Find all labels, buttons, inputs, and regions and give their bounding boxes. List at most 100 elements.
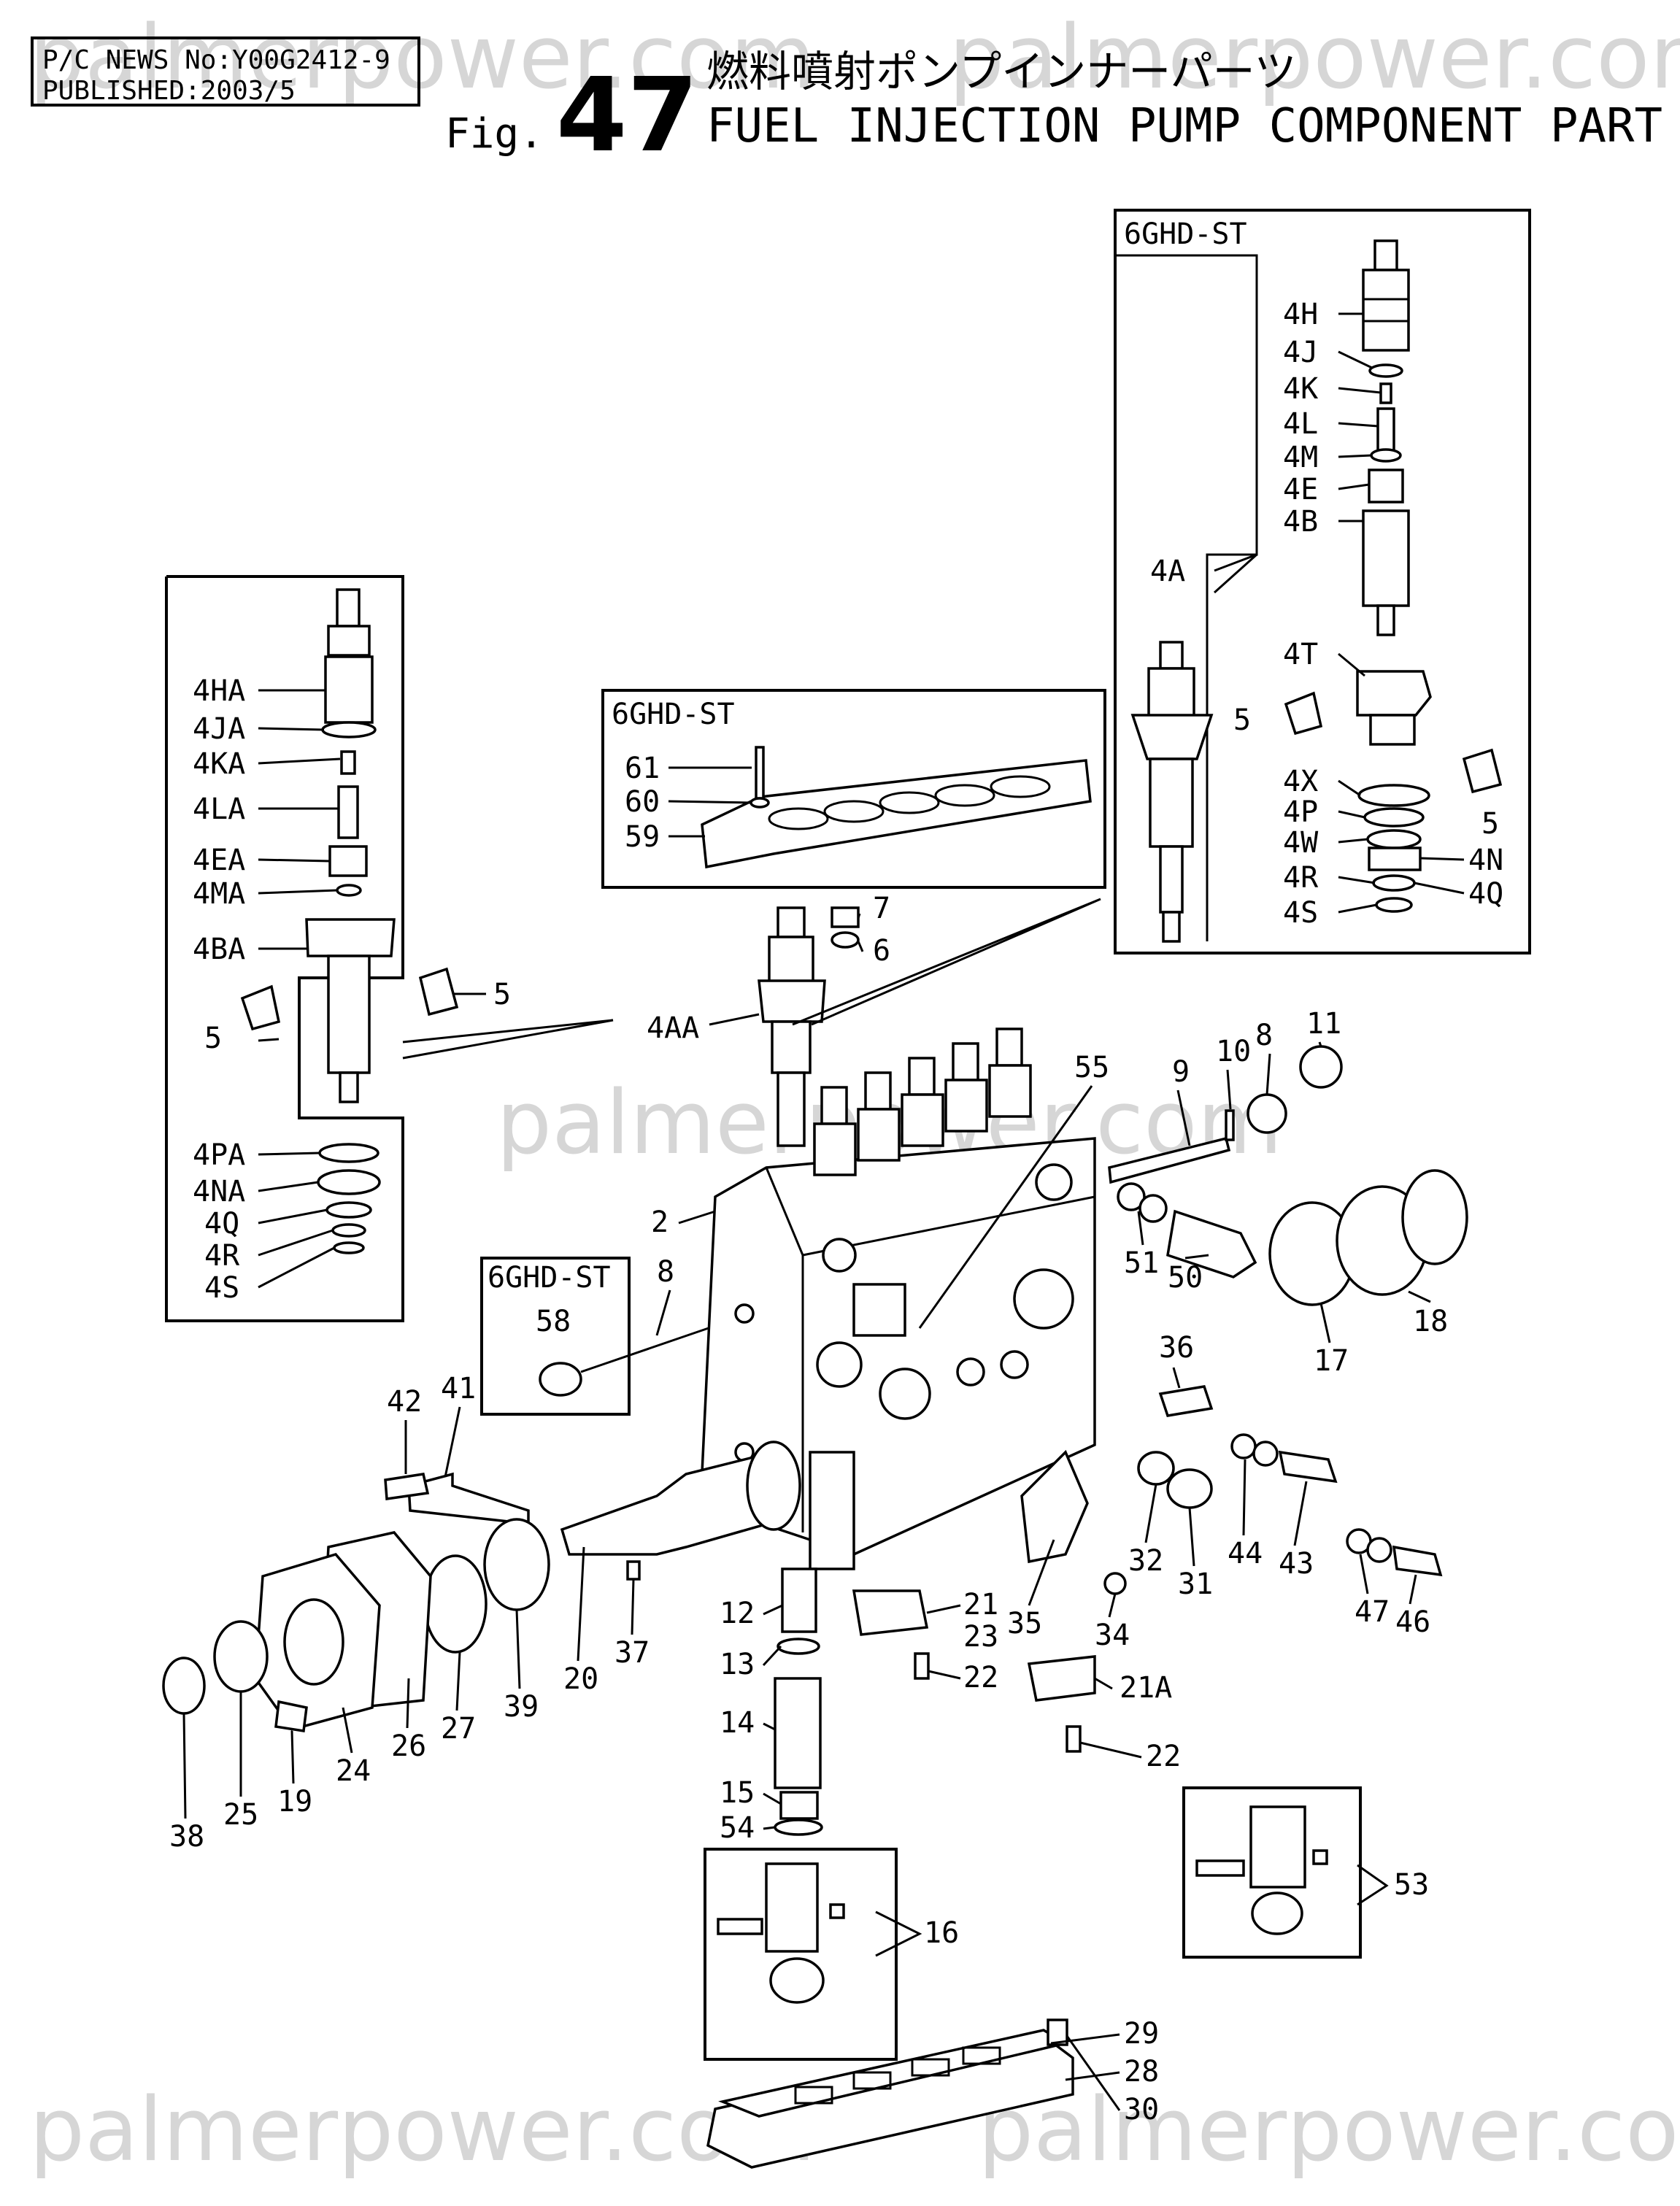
label-16: 16 <box>924 1916 959 1950</box>
label-39: 39 <box>504 1690 539 1724</box>
label-38: 38 <box>169 1820 204 1854</box>
clamp-5 <box>418 967 459 1017</box>
label-19: 19 <box>277 1785 312 1819</box>
watermark: palmerpower.com <box>949 7 1680 109</box>
label-53: 53 <box>1394 1868 1429 1902</box>
label-23: 23 <box>963 1620 998 1654</box>
label-4R: 4R <box>204 1239 240 1273</box>
nozzle-holder-4aa-detail <box>305 588 396 1254</box>
label-4N: 4N <box>1468 844 1503 877</box>
label-9: 9 <box>1172 1055 1190 1089</box>
label-4AA: 4AA <box>647 1011 699 1045</box>
label-4B: 4B <box>1283 505 1318 539</box>
label-4W: 4W <box>1283 826 1319 860</box>
label-54: 54 <box>720 1811 755 1845</box>
plug-58 <box>539 1362 582 1397</box>
bolt-43 <box>1278 1450 1338 1484</box>
label-43: 43 <box>1279 1547 1314 1581</box>
clamp-5 <box>1284 691 1323 736</box>
label-36: 36 <box>1159 1331 1194 1365</box>
plate-41 <box>407 1472 530 1525</box>
label-34: 34 <box>1095 1619 1130 1652</box>
box-frame <box>601 689 1106 889</box>
clamp-5 <box>1462 748 1503 794</box>
nozzle-holder-right <box>1356 239 1432 913</box>
label-4R: 4R <box>1283 861 1319 895</box>
label-17: 17 <box>1314 1344 1349 1378</box>
label-51: 51 <box>1124 1246 1159 1280</box>
nozzle-holder-4a <box>1130 641 1214 943</box>
label-32: 32 <box>1128 1544 1163 1578</box>
label-13: 13 <box>720 1648 755 1681</box>
label-14: 14 <box>720 1706 755 1740</box>
label-22: 22 <box>1146 1740 1181 1773</box>
label-30: 30 <box>1124 2093 1159 2126</box>
nut-7 <box>831 906 860 928</box>
washer-51 <box>1117 1182 1146 1211</box>
bolt-42 <box>384 1473 430 1500</box>
label-4KA: 4KA <box>193 747 245 781</box>
label-58: 58 <box>536 1305 571 1338</box>
box-6ghd-st-top-center: 6GHD-ST 61 60 59 <box>601 689 1106 889</box>
leader-lines <box>182 898 1431 2111</box>
watermark: palmerpower.com <box>29 2080 815 2181</box>
bolt-46 <box>1392 1545 1443 1577</box>
label-21A: 21A <box>1120 1671 1172 1705</box>
clamp-5 <box>240 984 281 1031</box>
bolt-61 <box>755 746 765 800</box>
box-title: 6GHD-ST <box>612 698 735 731</box>
label-4NA: 4NA <box>193 1175 245 1208</box>
pin-10 <box>1225 1109 1235 1141</box>
label-4A: 4A <box>1150 555 1185 588</box>
label-4L: 4L <box>1283 407 1318 441</box>
watermark: palmerpower.com <box>29 7 815 109</box>
guide-block-21A <box>1027 1655 1096 1702</box>
watermark: palmerpower.com <box>978 2080 1680 2181</box>
washer-51 <box>1138 1194 1168 1223</box>
label-8: 8 <box>1255 1019 1273 1052</box>
washer-60 <box>750 797 770 809</box>
gasket <box>1401 1169 1468 1265</box>
label-25: 25 <box>223 1798 258 1832</box>
label-4Q: 4Q <box>204 1207 239 1241</box>
washer-32 <box>1137 1451 1175 1486</box>
label-6: 6 <box>873 934 890 968</box>
fig-prefix: Fig. <box>445 110 544 158</box>
label-5: 5 <box>1233 703 1251 737</box>
label-22: 22 <box>963 1661 998 1694</box>
label-42: 42 <box>387 1385 422 1419</box>
label-5: 5 <box>204 1022 222 1055</box>
nut-34 <box>1103 1572 1127 1595</box>
news-number: P/C NEWS No:Y00G2412-9 <box>42 45 390 75</box>
tappet-stack <box>774 1567 823 1836</box>
pump-housing <box>699 1137 1096 1556</box>
key-37 <box>626 1560 641 1581</box>
label-31: 31 <box>1178 1567 1213 1601</box>
label-15: 15 <box>720 1776 755 1810</box>
label-37: 37 <box>614 1636 650 1670</box>
label-50: 50 <box>1168 1261 1203 1295</box>
box-title: 6GHD-ST <box>488 1261 611 1295</box>
box-title: 6GHD-ST <box>1124 217 1247 251</box>
control-rack-9 <box>1108 1136 1231 1184</box>
label-4X: 4X <box>1283 765 1318 798</box>
label-5: 5 <box>1481 807 1499 841</box>
box-6ghd-st-top-right: 6GHD-ST <box>1114 209 1531 954</box>
delivery-valve-holders <box>758 906 1032 1176</box>
label-4PA: 4PA <box>193 1138 245 1172</box>
label-2: 2 <box>651 1206 668 1239</box>
box-53 <box>1182 1786 1362 1959</box>
label-4LA: 4LA <box>193 792 245 826</box>
label-4P: 4P <box>1283 795 1318 829</box>
label-4HA: 4HA <box>193 674 245 708</box>
label-27: 27 <box>441 1712 476 1746</box>
ring-38 <box>162 1657 206 1715</box>
plug-31 <box>1166 1468 1213 1509</box>
label-10: 10 <box>1216 1035 1251 1068</box>
box-6ghd-st-mid-left: 6GHD-ST 58 <box>480 1257 731 1416</box>
screw-22 <box>1066 1725 1082 1753</box>
label-26: 26 <box>391 1729 426 1763</box>
guide-block-21 <box>852 1589 929 1636</box>
bottom-cover <box>706 2018 1074 2169</box>
